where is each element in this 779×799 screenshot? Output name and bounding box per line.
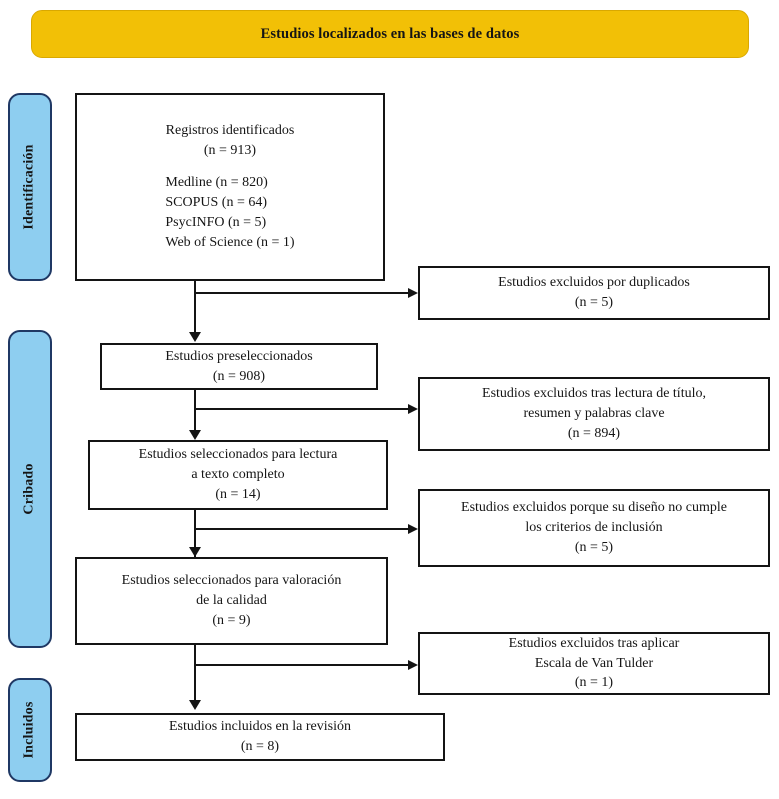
box-registros-identificados: Registros identificados (n = 913) Medlin… bbox=[75, 93, 385, 281]
connector-preselected-to-excluded bbox=[194, 408, 410, 410]
arrowhead-to-vantulder bbox=[408, 660, 418, 670]
source-psycinfo: PsycINFO (n = 5) bbox=[165, 214, 267, 230]
excluidos-vantulder-count: (n = 1) bbox=[574, 675, 614, 691]
excluidos-vantulder-line2: Escala de Van Tulder bbox=[534, 655, 654, 671]
arrowhead-to-included bbox=[189, 700, 201, 710]
registros-identificados-count: (n = 913) bbox=[203, 143, 257, 159]
source-scopus: SCOPUS (n = 64) bbox=[165, 195, 268, 210]
header-title: Estudios localizados en las bases de dat… bbox=[260, 25, 520, 42]
stage-label-incluidos: Incluidos bbox=[8, 678, 52, 782]
registros-identificados-sources: Medline (n = 820) SCOPUS (n = 64) PsycIN… bbox=[165, 173, 294, 253]
excluidos-diseno-line2: los criterios de inclusión bbox=[525, 520, 663, 536]
arrowhead-to-design bbox=[408, 524, 418, 534]
preseleccionados-title: Estudios preseleccionados bbox=[165, 348, 313, 364]
box-estudios-incluidos: Estudios incluidos en la revisión (n = 8… bbox=[75, 713, 445, 761]
valoracion-calidad-line1: Estudios seleccionados para valoración bbox=[121, 573, 342, 589]
connector-identified-to-duplicates bbox=[194, 292, 410, 294]
excluidos-vantulder-line1: Estudios excluidos tras aplicar bbox=[508, 635, 680, 651]
stage-label-identificacion: Identificación bbox=[8, 93, 52, 281]
box-estudios-preseleccionados: Estudios preseleccionados (n = 908) bbox=[100, 343, 378, 390]
arrowhead-to-quality bbox=[189, 547, 201, 557]
arrowhead-to-preselected bbox=[189, 332, 201, 342]
excluidos-titulo-line1: Estudios excluidos tras lectura de títul… bbox=[482, 386, 706, 402]
excluidos-diseno-line1: Estudios excluidos porque su diseño no c… bbox=[461, 500, 727, 516]
valoracion-calidad-line2: de la calidad bbox=[196, 593, 267, 609]
excluidos-titulo-line2: resumen y palabras clave bbox=[523, 406, 665, 422]
connector-quality-to-excluded bbox=[194, 664, 410, 666]
box-valoracion-calidad: Estudios seleccionados para valoración d… bbox=[75, 557, 388, 645]
arrowhead-to-duplicates bbox=[408, 288, 418, 298]
texto-completo-line1: Estudios seleccionados para lectura bbox=[138, 447, 338, 463]
registros-identificados-title: Registros identificados bbox=[165, 123, 295, 139]
connector-fulltext-down bbox=[194, 510, 196, 557]
valoracion-calidad-count: (n = 9) bbox=[212, 612, 251, 628]
estudios-incluidos-title: Estudios incluidos en la revisión bbox=[169, 719, 351, 735]
connector-preselected-down bbox=[194, 390, 196, 435]
stage-label-identificacion-text: Identificación bbox=[22, 144, 37, 230]
source-medline: Medline (n = 820) bbox=[165, 175, 268, 191]
box-excluidos-titulo-resumen: Estudios excluidos tras lectura de títul… bbox=[418, 377, 770, 451]
texto-completo-line2: a texto completo bbox=[191, 467, 285, 483]
excluidos-duplicados-text: Estudios excluidos por duplicados bbox=[498, 275, 690, 291]
texto-completo-count: (n = 14) bbox=[215, 486, 261, 502]
excluidos-titulo-count: (n = 894) bbox=[567, 425, 621, 441]
excluidos-duplicados-count: (n = 5) bbox=[574, 295, 614, 310]
box-excluidos-van-tulder: Estudios excluidos tras aplicar Escala d… bbox=[418, 632, 770, 695]
stage-label-cribado-text: Cribado bbox=[22, 463, 37, 515]
box-lectura-texto-completo: Estudios seleccionados para lectura a te… bbox=[88, 440, 388, 510]
arrowhead-to-title-abstract bbox=[408, 404, 418, 414]
stage-label-cribado: Cribado bbox=[8, 330, 52, 648]
stage-label-incluidos-text: Incluidos bbox=[22, 701, 37, 759]
header-banner: Estudios localizados en las bases de dat… bbox=[31, 10, 749, 58]
preseleccionados-count: (n = 908) bbox=[212, 368, 266, 384]
connector-identified-down bbox=[194, 281, 196, 337]
box-excluidos-duplicados: Estudios excluidos por duplicados (n = 5… bbox=[418, 266, 770, 320]
box-excluidos-diseno: Estudios excluidos porque su diseño no c… bbox=[418, 489, 770, 567]
source-web-of-science: Web of Science (n = 1) bbox=[165, 234, 295, 250]
connector-fulltext-to-excluded bbox=[194, 528, 410, 530]
excluidos-diseno-count: (n = 5) bbox=[574, 539, 614, 555]
connector-quality-down bbox=[194, 645, 196, 703]
arrowhead-to-fulltext bbox=[189, 430, 201, 440]
estudios-incluidos-count: (n = 8) bbox=[240, 739, 280, 754]
